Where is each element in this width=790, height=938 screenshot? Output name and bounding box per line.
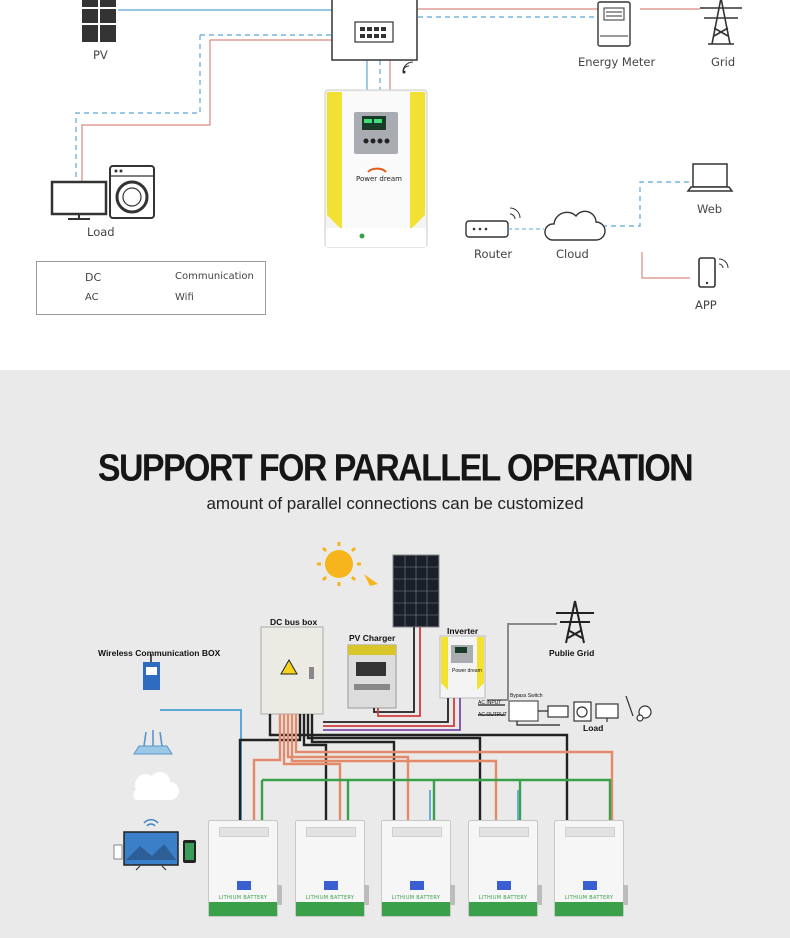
battery-handle: [277, 885, 282, 905]
parallel-title: SUPPORT FOR PARALLEL OPERATION: [97, 446, 694, 490]
energy-meter-label: Energy Meter: [578, 55, 656, 69]
energy-meter-icon: [597, 1, 631, 47]
battery-terminal-slot: [565, 827, 615, 837]
battery-label: LITHIUM BATTERY: [391, 895, 441, 901]
battery-display: [583, 881, 597, 890]
battery-handle: [537, 885, 542, 905]
battery-display: [237, 881, 251, 890]
pv-charger-label: PV Charger: [349, 633, 396, 643]
battery-unit: LITHIUM BATTERY: [381, 820, 455, 917]
legend-communication-label: Communication: [175, 271, 254, 282]
battery-unit: LITHIUM BATTERY: [295, 820, 369, 917]
legend-dc-label: DC: [85, 271, 102, 284]
battery-label: LITHIUM BATTERY: [305, 895, 355, 901]
power-dream-inverter: [324, 89, 428, 248]
load-label: Load: [87, 225, 115, 239]
web-label: Web: [697, 202, 723, 216]
legend-box: [36, 261, 266, 315]
battery-unit: LITHIUM BATTERY: [554, 820, 628, 917]
ac-input-label: AC INPUT: [478, 700, 502, 706]
battery-handle: [623, 885, 628, 905]
laptop-icon: [686, 163, 734, 192]
cloud-label: Cloud: [556, 247, 589, 261]
cloud-icon: [544, 210, 606, 241]
inverter-outline-icon: [331, 0, 418, 61]
inverter-label: Inverter: [447, 626, 479, 636]
battery-green-band: [296, 902, 364, 916]
battery-label: LITHIUM BATTERY: [478, 895, 528, 901]
router-icon: [465, 207, 521, 238]
battery-label: LITHIUM BATTERY: [564, 895, 614, 901]
load-icon: [50, 165, 155, 220]
inverter-brand-label: Power dream: [356, 175, 402, 183]
wireless-box-label: Wireless Communication BOX: [98, 648, 221, 658]
battery-green-band: [555, 902, 623, 916]
battery-terminal-slot: [219, 827, 269, 837]
parallel-inverter-brand: Power dream: [452, 668, 482, 674]
pv-label: PV: [93, 48, 108, 62]
app-label: APP: [695, 298, 717, 312]
bypass-switch-label: Bypass Switch: [510, 693, 543, 699]
battery-terminal-slot: [306, 827, 356, 837]
battery-green-band: [209, 902, 277, 916]
dc-bus-box-label: DC bus box: [270, 617, 318, 627]
legend-wifi-label: Wifi: [175, 292, 194, 303]
legend-ac-label: AC: [85, 292, 99, 303]
ac-lines: [81, 8, 700, 279]
battery-display: [324, 881, 338, 890]
battery-terminal-slot: [392, 827, 442, 837]
dc-lines: [118, 9, 368, 90]
battery-display: [410, 881, 424, 890]
battery-green-band: [469, 902, 537, 916]
battery-display: [497, 881, 511, 890]
top-wiring-diagram: [46, 0, 742, 305]
battery-label: LITHIUM BATTERY: [218, 895, 268, 901]
parallel-subtitle: amount of parallel connections can be cu…: [206, 494, 584, 513]
load-appliances-label: Load: [583, 723, 604, 733]
battery-handle: [450, 885, 455, 905]
grid-tower-icon: [700, 0, 742, 45]
communication-lines: [75, 16, 690, 227]
phone-icon: [698, 257, 729, 288]
ac-output-label: AC OUTPUT: [478, 712, 507, 718]
battery-unit: LITHIUM BATTERY: [208, 820, 282, 917]
wifi-icon: [402, 61, 414, 74]
router-label: Router: [474, 247, 513, 261]
battery-terminal-slot: [479, 827, 529, 837]
pv-panel-icon: [82, 0, 116, 42]
grid-label: Grid: [711, 55, 736, 69]
battery-unit: LITHIUM BATTERY: [468, 820, 542, 917]
public-grid-label: Publie Grid: [549, 648, 595, 658]
battery-handle: [364, 885, 369, 905]
battery-green-band: [382, 902, 450, 916]
